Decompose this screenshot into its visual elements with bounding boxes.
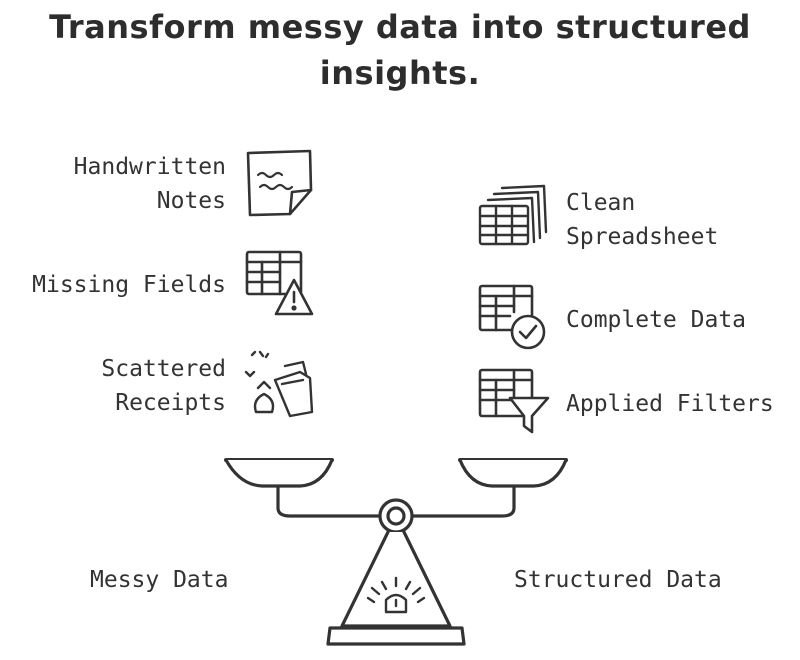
table-check-icon (478, 284, 546, 350)
handwritten-note-icon (246, 149, 313, 217)
clean-spreadsheet-label: Clean Spreadsheet (566, 190, 719, 250)
handwritten-notes-label: Handwritten Notes (73, 154, 226, 214)
table-filter-icon (478, 368, 550, 434)
messy-data-label: Messy Data (90, 567, 229, 593)
balance-scale (224, 458, 568, 646)
applied-filters-label: Applied Filters (566, 391, 774, 417)
scattered-receipts-icon (244, 350, 314, 418)
scattered-receipts-label: Scattered Receipts (101, 356, 226, 416)
missing-fields-label: Missing Fields (32, 272, 226, 298)
structured-data-label: Structured Data (514, 567, 722, 593)
diagram-title: Transform messy data into structured ins… (49, 8, 751, 92)
complete-data-label: Complete Data (566, 307, 747, 333)
stacked-spreadsheet-icon (478, 184, 548, 246)
table-warning-icon (245, 250, 314, 316)
